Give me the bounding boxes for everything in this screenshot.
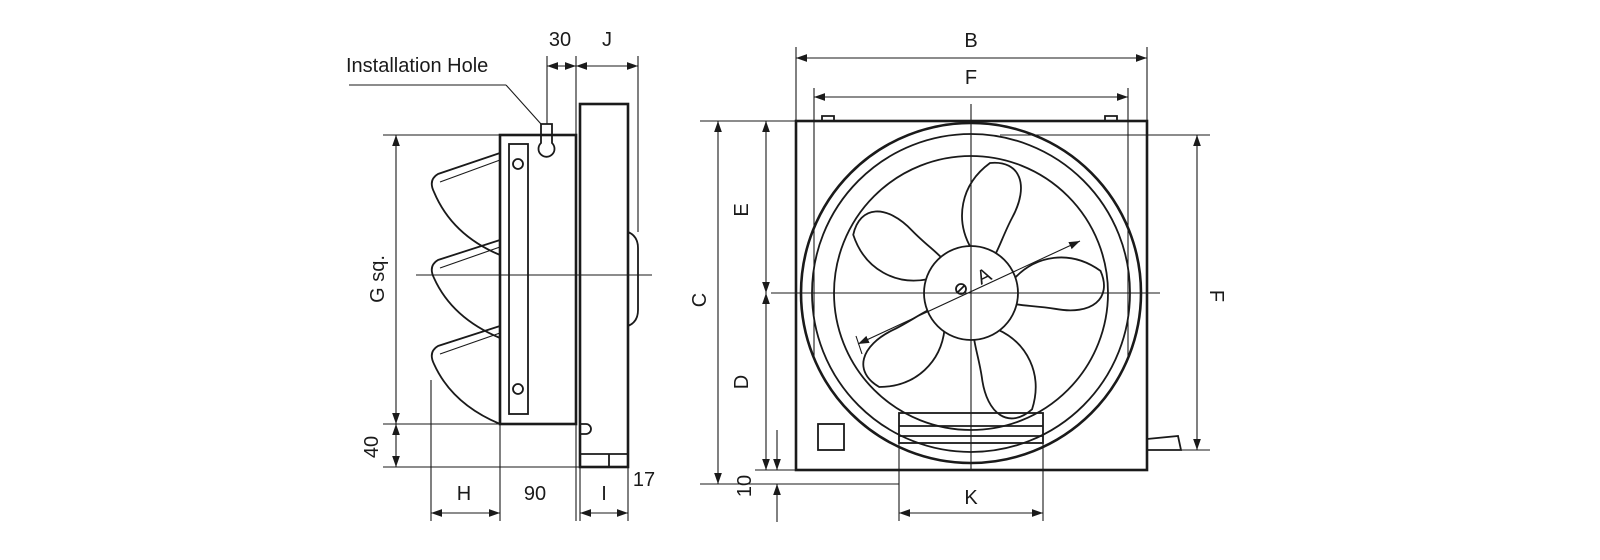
dim-90-label: 90 [524, 483, 546, 505]
dim-f-top-label: F [965, 67, 977, 89]
side-view: G sq. 40 Installation Hole 30 J H 90 I 1… [346, 29, 655, 521]
front-frame [498, 133, 578, 426]
louvre-blade-top-inner [439, 159, 501, 183]
frame-screw-top [512, 158, 524, 170]
louvre-blade-top [430, 152, 501, 256]
dim-e-label: E [731, 203, 753, 216]
dim-g-label: G sq. [367, 255, 389, 303]
front-view: A B F C E D 10 F [689, 30, 1227, 522]
louvre-blade-middle-inner [439, 246, 501, 269]
wall-plate-hook [580, 423, 592, 435]
dim-c-label: C [689, 293, 711, 307]
motor-housing-bump [627, 231, 639, 327]
dim-f-right-label: F [1205, 290, 1227, 302]
bottom-shutter [898, 412, 1044, 444]
louvre-blades [430, 152, 501, 425]
louvre-blade-middle [430, 239, 501, 339]
dim-10-label: 10 [734, 475, 756, 497]
top-tab-left [821, 115, 835, 121]
top-tab-right [1104, 115, 1118, 121]
louvre-blade-bottom [430, 325, 501, 425]
installation-hole-keyhole [537, 123, 556, 158]
dim-d-label: D [731, 375, 753, 389]
dim-k-label: K [964, 487, 978, 509]
wall-plate [578, 102, 630, 469]
louvre-blade-bottom-inner [439, 332, 501, 355]
dim-b-label: B [964, 30, 977, 52]
dim-a-line [857, 240, 1081, 345]
dim-40-label: 40 [361, 436, 383, 458]
frame-screw-bottom [512, 383, 524, 395]
switch-square [817, 423, 845, 451]
dim-j-label: J [602, 29, 612, 51]
cord-tab [1146, 435, 1183, 451]
dim-30-label: 30 [549, 29, 571, 51]
installation-hole-label: Installation Hole [346, 55, 488, 77]
front-frame-slot [508, 143, 529, 415]
fan-blade-3 [972, 328, 1037, 420]
dim-i-label: I [601, 483, 607, 505]
dim-17-label: 17 [633, 469, 655, 491]
dim-h-label: H [457, 483, 471, 505]
